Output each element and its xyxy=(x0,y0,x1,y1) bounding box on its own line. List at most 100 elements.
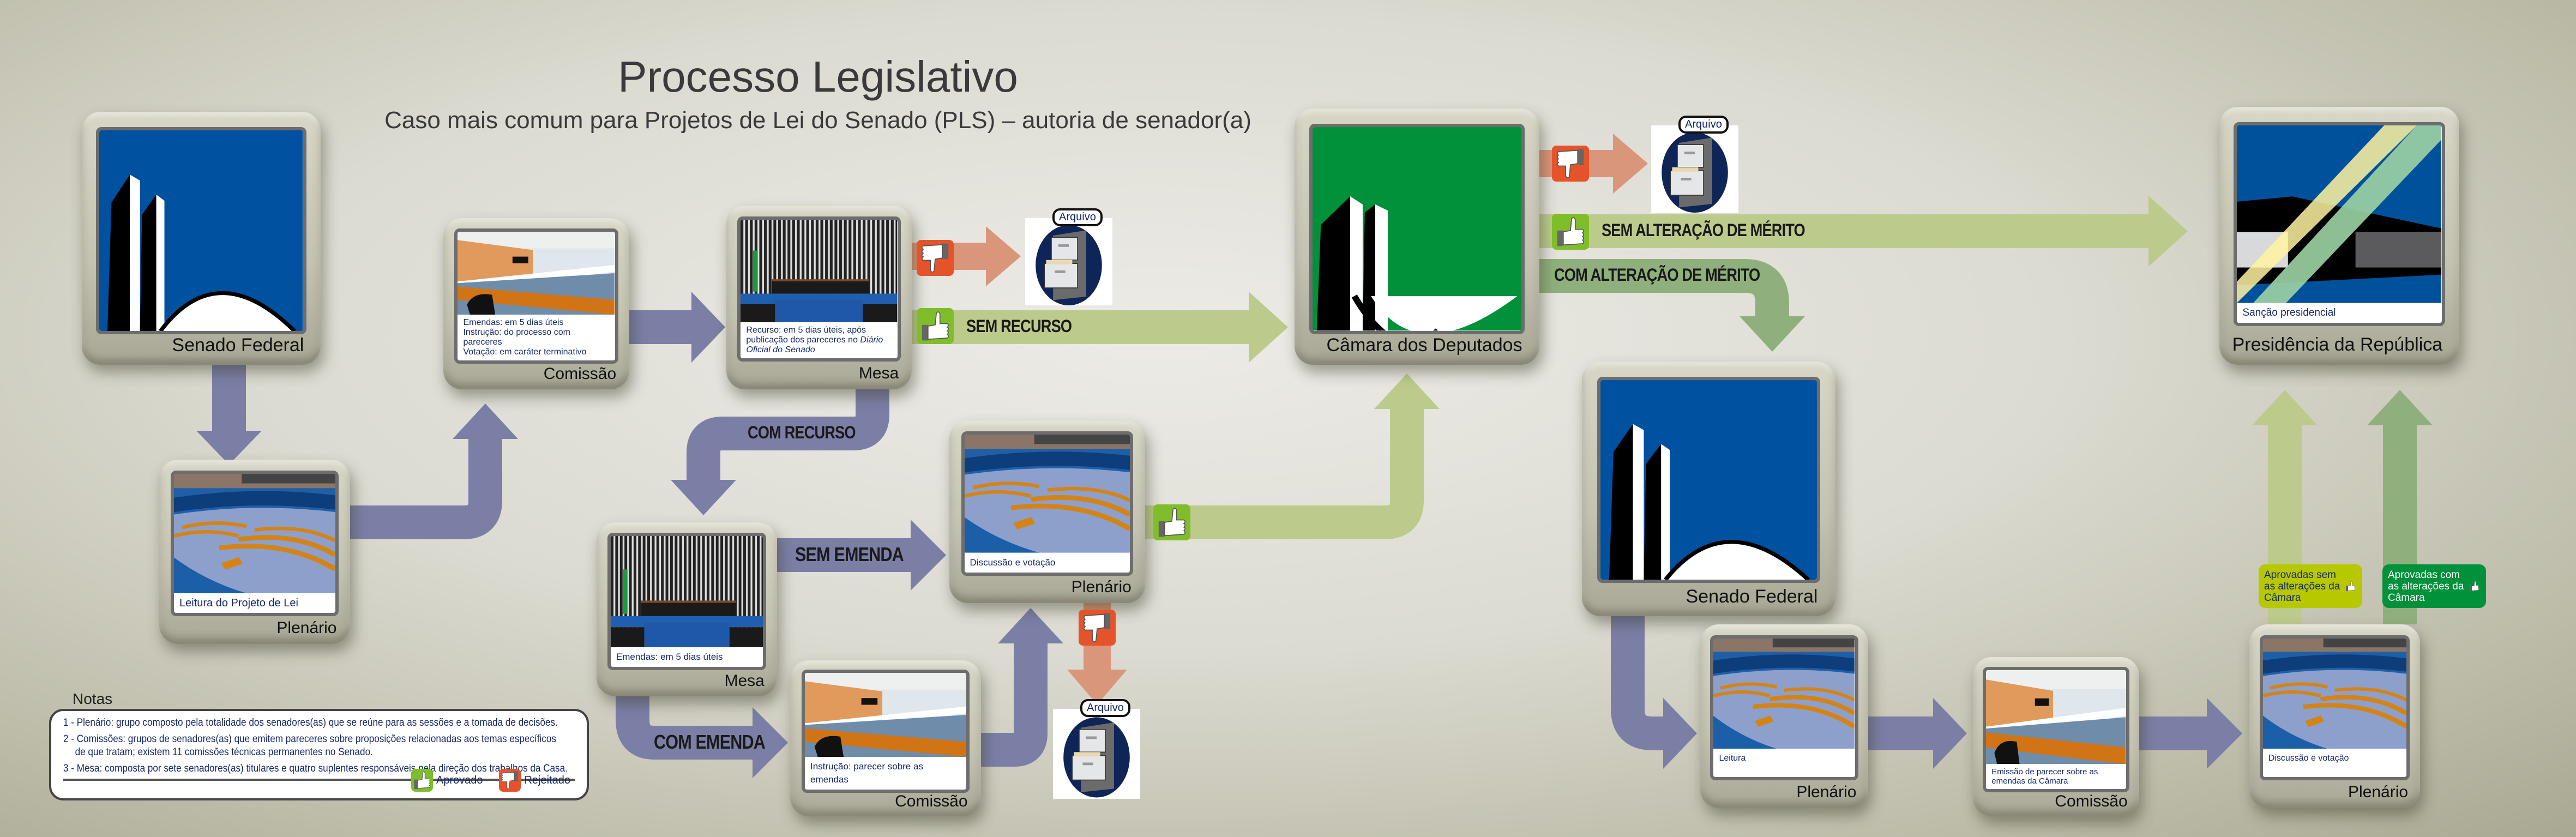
legend-approved-label: Aprovado xyxy=(436,774,483,786)
mesa-illustration xyxy=(611,536,763,647)
archive-label: Arquivo xyxy=(1052,208,1103,226)
card-name: Senado Federal xyxy=(1686,586,1818,607)
label-sem-emenda: SEM EMENDA xyxy=(795,543,904,565)
caption-line: Emendas: em 5 dias úteis xyxy=(463,317,564,327)
card-caption: Sanção presidencial xyxy=(2237,303,2442,323)
caption-text: Recurso: em 5 dias úteis, após publicaçã… xyxy=(746,326,866,345)
card-plenario-votacao-final: Discussão e votação Plenário xyxy=(2249,624,2420,808)
thumbs-down-icon xyxy=(917,240,954,276)
card-name: Câmara dos Deputados xyxy=(1326,334,1522,356)
arrow-com-recurso xyxy=(687,389,889,483)
card-name: Plenário xyxy=(2348,783,2409,802)
card-plenario-leitura-revisao: Leitura Plenário xyxy=(1700,624,1868,808)
card-name: Senado Federal xyxy=(172,334,304,356)
senado-illustration xyxy=(1600,380,1817,580)
note-2-line-2: de que tratam; existem 11 comissões técn… xyxy=(75,746,373,758)
badge-text: Aprovadas com as alterações da Câmara xyxy=(2388,569,2464,604)
file-cabinet-icon xyxy=(1025,218,1112,305)
notes-box: 1 - Plenário: grupo composto pela totali… xyxy=(49,709,589,800)
page-subtitle: Caso mais comum para Projetos de Lei do … xyxy=(384,107,1251,134)
page-title: Processo Legislativo xyxy=(618,52,1018,101)
card-caption: Leitura do Projeto de Lei xyxy=(174,593,335,613)
card-caption: Instrução: parecer sobre as emendas xyxy=(805,757,966,790)
card-presidencia: Sanção presidencial Presidência da Repúb… xyxy=(2219,107,2459,365)
plenario-illustration xyxy=(965,435,1130,553)
note-2: 2 - Comissões: grupos de senadores(as) q… xyxy=(63,733,556,759)
card-name: Comissão xyxy=(2055,792,2128,810)
card-camara-deputados: Câmara dos Deputados xyxy=(1295,109,1539,365)
thumbs-up-icon xyxy=(917,308,954,344)
mesa-illustration xyxy=(741,220,897,322)
comissao-illustration xyxy=(1986,670,2126,764)
card-name: Plenário xyxy=(1796,783,1857,802)
card-senado-federal-revisao: Senado Federal xyxy=(1582,362,1835,616)
thumbs-up-icon xyxy=(2468,571,2481,601)
archive-mesa: Arquivo xyxy=(1025,208,1112,305)
comissao-illustration xyxy=(805,673,966,757)
card-name: Mesa xyxy=(858,364,899,383)
archive-label: Arquivo xyxy=(1080,699,1130,717)
archive-label: Arquivo xyxy=(1678,116,1729,134)
card-caption: Emissão de parecer sobre as emendas da C… xyxy=(1986,764,2126,790)
arrow-plenario-to-comissao xyxy=(350,436,502,539)
label-sem-recurso: SEM RECURSO xyxy=(966,316,1072,336)
card-name: Plenário xyxy=(1071,578,1131,597)
card-comissao-emendas: Instrução: parecer sobre as emendas Comi… xyxy=(790,660,981,816)
file-cabinet-icon xyxy=(1651,125,1738,213)
note-3: 3 - Mesa: composta por sete senadores(as… xyxy=(63,763,568,774)
card-senado-federal: Senado Federal xyxy=(82,112,321,365)
caption-line: Votação: em caráter terminativo xyxy=(463,347,587,357)
thumbs-up-icon xyxy=(2344,571,2357,601)
card-name: Plenário xyxy=(276,619,337,637)
caption-line: Instrução: do processo com pareceres xyxy=(463,327,570,347)
arrow-senado-to-leitura xyxy=(1611,616,1669,750)
card-name: Presidência da República xyxy=(2232,334,2443,356)
label-com-emenda: COM EMENDA xyxy=(654,731,766,753)
card-mesa-recurso: Recurso: em 5 dias úteis, após publicaçã… xyxy=(726,206,912,389)
card-comissao: Emendas: em 5 dias úteis Instrução: do p… xyxy=(443,218,629,389)
card-mesa-emendas: Emendas: em 5 dias úteis Mesa xyxy=(597,522,777,696)
file-cabinet-icon xyxy=(1053,709,1140,799)
thumbs-up-icon xyxy=(1552,214,1589,250)
legend-approved: Aprovado xyxy=(411,769,483,792)
card-plenario-leitura: Leitura do Projeto de Lei Plenário xyxy=(159,460,350,644)
arrow-plenario-to-camara xyxy=(1145,406,1424,539)
card-caption: Emendas: em 5 dias úteis xyxy=(610,647,763,667)
note-1: 1 - Plenário: grupo composto pela totali… xyxy=(63,717,558,728)
notes-divider xyxy=(63,779,575,781)
arrow-com-emenda xyxy=(616,696,755,760)
comissao-illustration xyxy=(458,232,615,315)
legend-rejected: Rejeitado xyxy=(499,769,570,792)
note-2-line-1: 2 - Comissões: grupos de senadores(as) q… xyxy=(63,733,556,745)
card-plenario-votacao: Discussão e votação Plenário xyxy=(949,420,1145,603)
senado-illustration xyxy=(99,130,303,332)
card-caption: Discussão e votação xyxy=(2262,749,2407,778)
card-name: Comissão xyxy=(543,365,617,383)
card-caption: Recurso: em 5 dias úteis, após publicaçã… xyxy=(741,322,898,359)
card-caption: Emendas: em 5 dias úteis Instrução: do p… xyxy=(458,314,615,360)
badge-text: Aprovadas sem as alterações da Câmara xyxy=(2264,569,2340,604)
arrow-com-alteracao xyxy=(1539,259,1789,320)
notes-title: Notas xyxy=(73,690,113,707)
plenario-illustration xyxy=(2263,639,2406,749)
label-sem-alteracao: SEM ALTERAÇÃO DE MÉRITO xyxy=(1602,220,1805,240)
thumbs-up-icon xyxy=(1153,504,1190,540)
archive-camara: Arquivo xyxy=(1651,116,1738,213)
thumbs-down-icon xyxy=(1079,610,1116,646)
badge-aprovadas-sem: Aprovadas sem as alterações da Câmara xyxy=(2259,564,2362,608)
thumbs-down-icon xyxy=(1552,146,1589,182)
badge-aprovadas-com: Aprovadas com as alterações da Câmara xyxy=(2382,564,2486,608)
arrow-comissao-to-plenario xyxy=(981,641,1048,767)
presidencia-illustration xyxy=(2237,125,2441,303)
thumbs-down-icon xyxy=(499,769,521,792)
card-caption: Discussão e votação xyxy=(964,552,1130,573)
thumbs-up-icon xyxy=(411,769,433,792)
archive-plenario: Arquivo xyxy=(1053,699,1140,799)
caption-italic: Diário Oficial do Senado xyxy=(746,335,883,355)
camara-illustration xyxy=(1313,127,1521,330)
legend-rejected-label: Rejeitado xyxy=(524,774,570,786)
card-caption: Leitura xyxy=(1713,749,1855,778)
plenario-illustration xyxy=(1713,639,1855,749)
legend: Aprovado Rejeitado xyxy=(411,769,570,792)
plenario-illustration xyxy=(174,474,335,593)
